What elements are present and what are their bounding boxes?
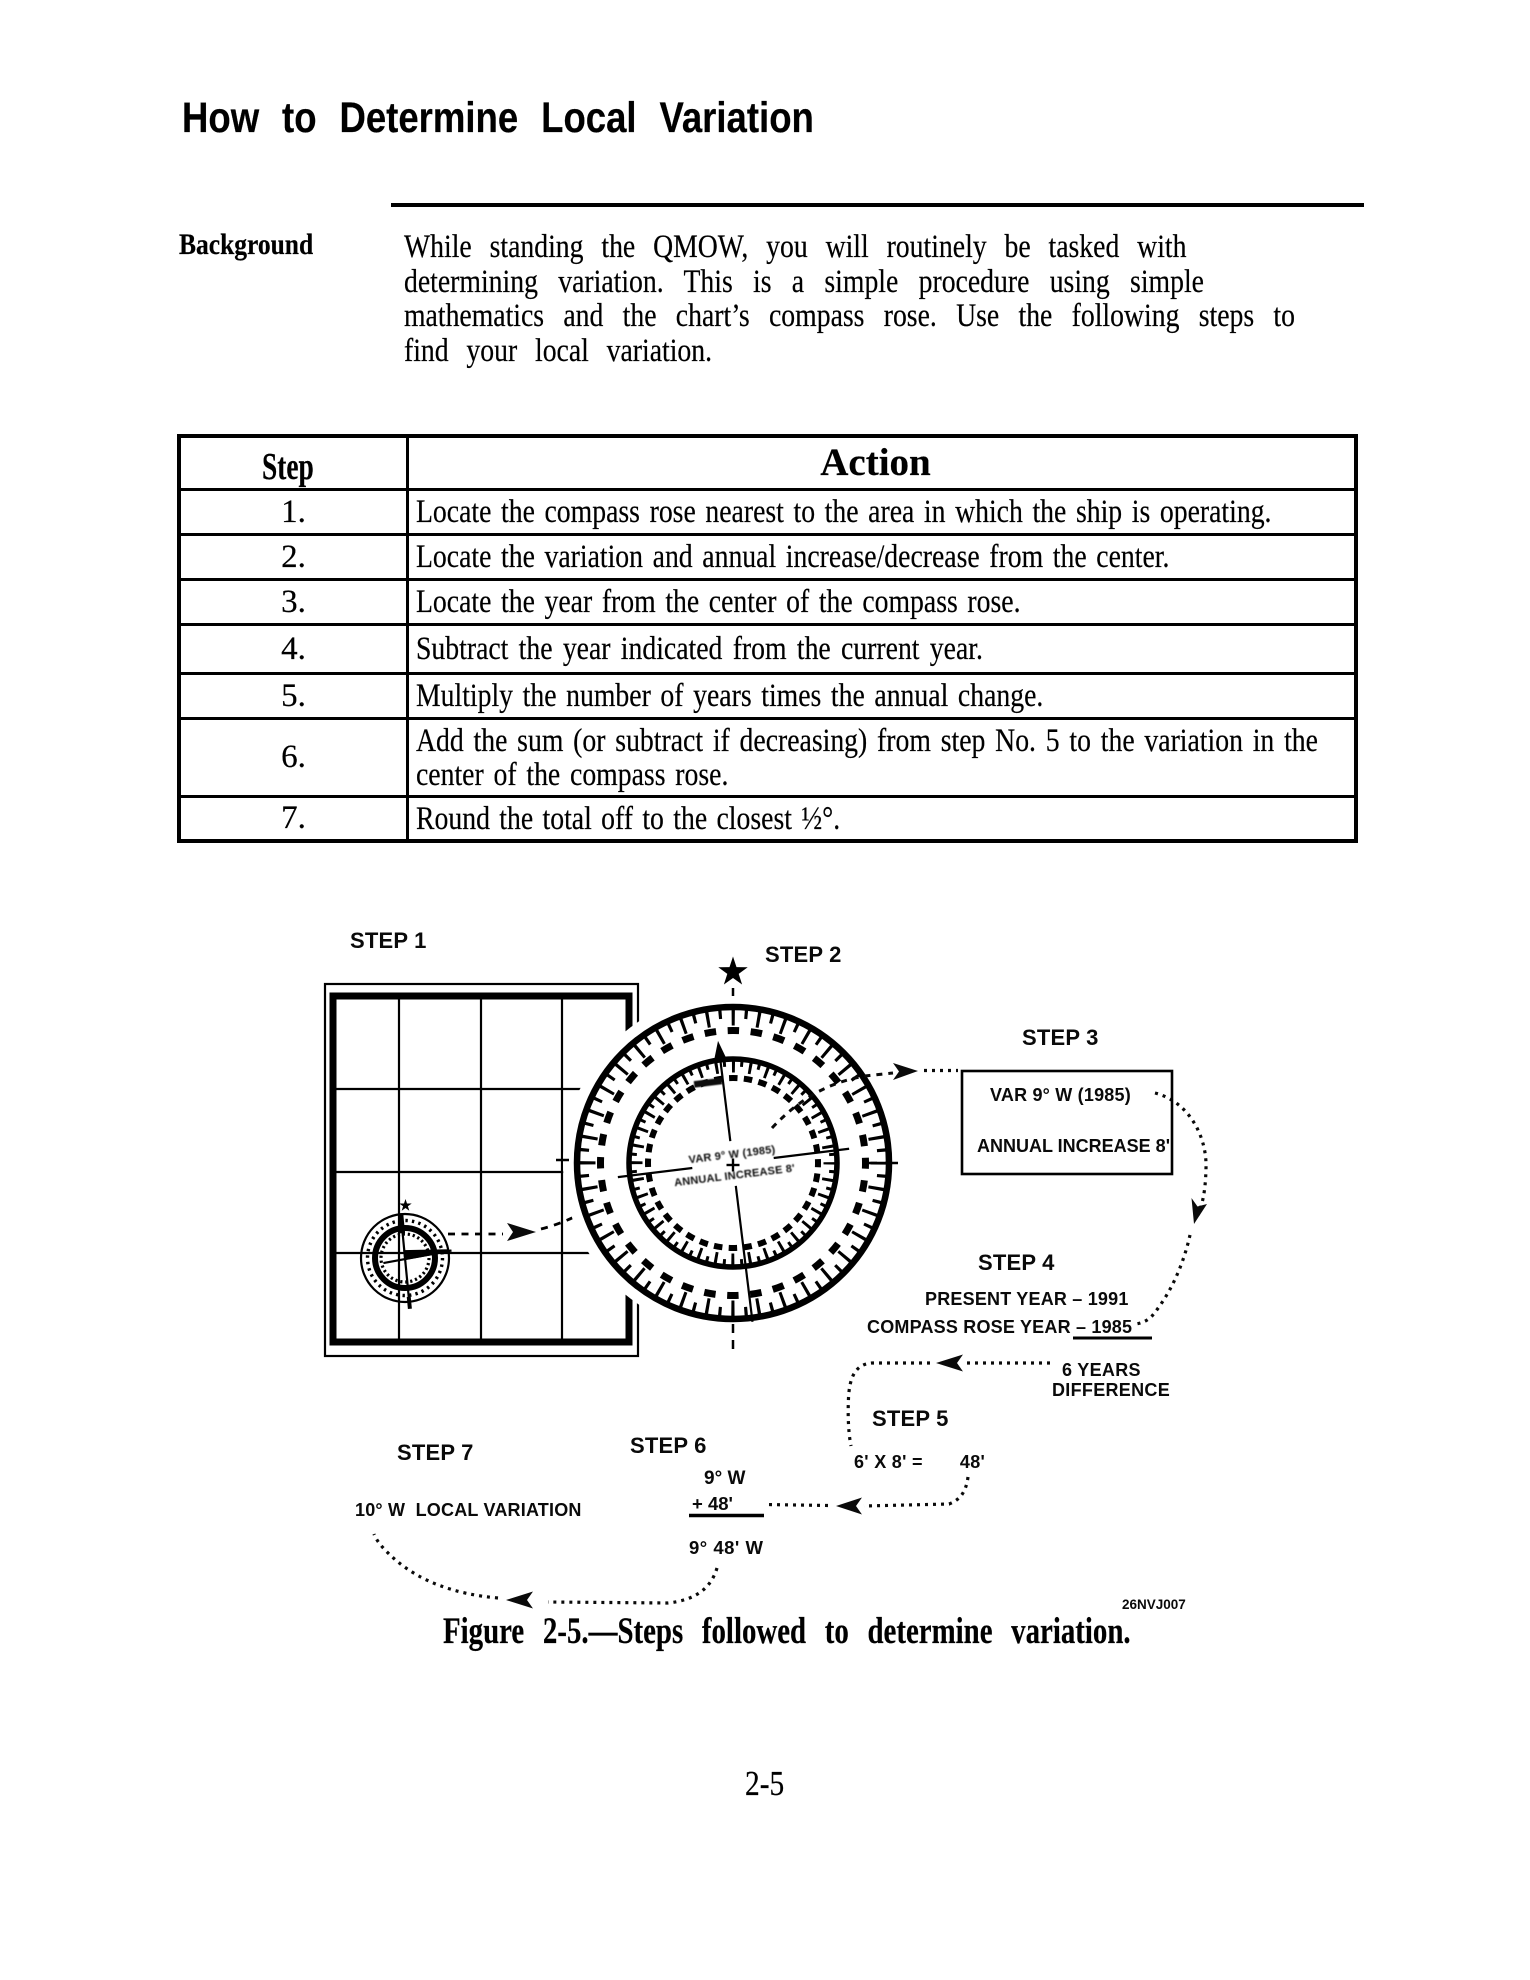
svg-text:STEP 5: STEP 5 — [872, 1406, 949, 1431]
svg-text:STEP 4: STEP 4 — [978, 1250, 1055, 1275]
svg-text:ANNUAL INCREASE 8': ANNUAL INCREASE 8' — [977, 1136, 1170, 1156]
svg-text:6' X 8' = 48': 6' X 8' = 48' — [854, 1452, 985, 1472]
svg-text:STEP 2: STEP 2 — [765, 942, 842, 967]
svg-text:+ 48': + 48' — [692, 1493, 733, 1514]
svg-text:9° 48' W: 9° 48' W — [689, 1537, 763, 1558]
svg-text:COMPASS ROSE YEAR – 1985: COMPASS ROSE YEAR – 1985 — [867, 1317, 1132, 1337]
svg-text:STEP 6: STEP 6 — [630, 1433, 707, 1458]
svg-text:DIFFERENCE: DIFFERENCE — [1052, 1380, 1170, 1400]
svg-text:STEP 7: STEP 7 — [397, 1440, 474, 1465]
svg-text:VAR 9° W (1985): VAR 9° W (1985) — [990, 1085, 1131, 1105]
svg-text:10° W LOCAL VARIATION: 10° W LOCAL VARIATION — [355, 1500, 582, 1520]
svg-text:6 YEARS: 6 YEARS — [1062, 1360, 1141, 1380]
svg-text:26NVJ007: 26NVJ007 — [1122, 1597, 1186, 1612]
svg-text:PRESENT YEAR – 1991: PRESENT YEAR – 1991 — [925, 1289, 1129, 1309]
svg-text:STEP 3: STEP 3 — [1022, 1025, 1099, 1050]
svg-text:STEP 1: STEP 1 — [350, 928, 427, 953]
svg-text:9° W: 9° W — [704, 1468, 745, 1489]
